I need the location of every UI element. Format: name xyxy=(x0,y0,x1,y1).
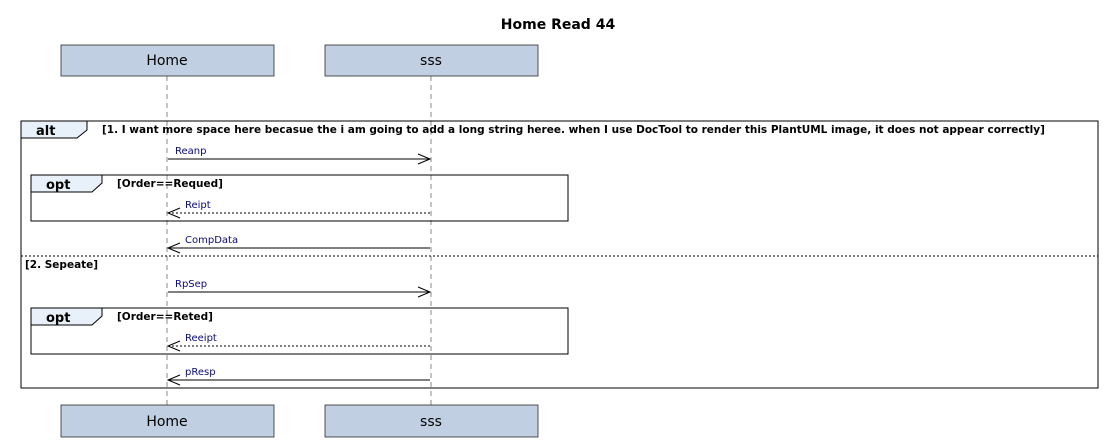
participant-label: sss xyxy=(420,53,442,69)
opt-frame-border xyxy=(30,307,569,355)
participant-box xyxy=(324,404,539,438)
message-compdata: CompData xyxy=(166,235,430,254)
message-label: RpSep xyxy=(175,279,207,290)
arrowhead-icon xyxy=(417,153,432,165)
participant-home-bottom[interactable]: Home xyxy=(60,404,275,438)
opt-frame-2: opt [Order==Reted] xyxy=(30,307,569,355)
participant-home-top[interactable]: Home xyxy=(60,44,275,77)
participant-box xyxy=(60,44,275,77)
participant-label: Home xyxy=(146,414,187,430)
opt-frame-border xyxy=(30,174,569,222)
diagram-title: Home Read 44 xyxy=(501,17,616,33)
alt-guard-branch-2: [2. Sepeate] xyxy=(25,259,98,271)
participant-sss-top[interactable]: sss xyxy=(324,44,539,77)
message-reipt: Reipt xyxy=(166,200,430,219)
alt-frame: alt [1. I want more space here becasue t… xyxy=(20,120,1099,389)
arrowhead-icon xyxy=(166,374,181,386)
opt-frame-1: opt [Order==Requed] xyxy=(30,174,569,222)
message-reanp: Reanp xyxy=(168,146,432,165)
alt-frame-keyword: alt xyxy=(36,124,55,139)
participant-label: sss xyxy=(420,414,442,430)
arrowhead-icon xyxy=(166,340,181,352)
message-presp: pResp xyxy=(166,367,430,386)
message-label: Reanp xyxy=(175,146,206,157)
message-label: Reeipt xyxy=(185,333,217,344)
participant-label: Home xyxy=(146,53,187,69)
message-rpsep: RpSep xyxy=(168,279,432,298)
opt-guard: [Order==Reted] xyxy=(117,311,213,323)
opt-guard: [Order==Requed] xyxy=(117,178,223,190)
arrowhead-icon xyxy=(166,242,181,254)
message-reeipt: Reeipt xyxy=(166,333,430,352)
alt-frame-border xyxy=(20,120,1099,389)
opt-frame-keyword: opt xyxy=(46,311,70,326)
message-label: CompData xyxy=(185,235,238,246)
message-label: pResp xyxy=(185,367,216,378)
alt-guard-branch-1: [1. I want more space here becasue the i… xyxy=(102,124,1045,136)
participant-box xyxy=(60,404,275,438)
alt-frame-tab xyxy=(20,120,88,139)
participant-sss-bottom[interactable]: sss xyxy=(324,404,539,438)
opt-frame-tab xyxy=(30,307,103,326)
opt-frame-keyword: opt xyxy=(46,178,70,193)
arrowhead-icon xyxy=(417,286,432,298)
message-label: Reipt xyxy=(185,200,211,211)
arrowhead-icon xyxy=(166,207,181,219)
participant-box xyxy=(324,44,539,77)
opt-frame-tab xyxy=(30,174,103,193)
